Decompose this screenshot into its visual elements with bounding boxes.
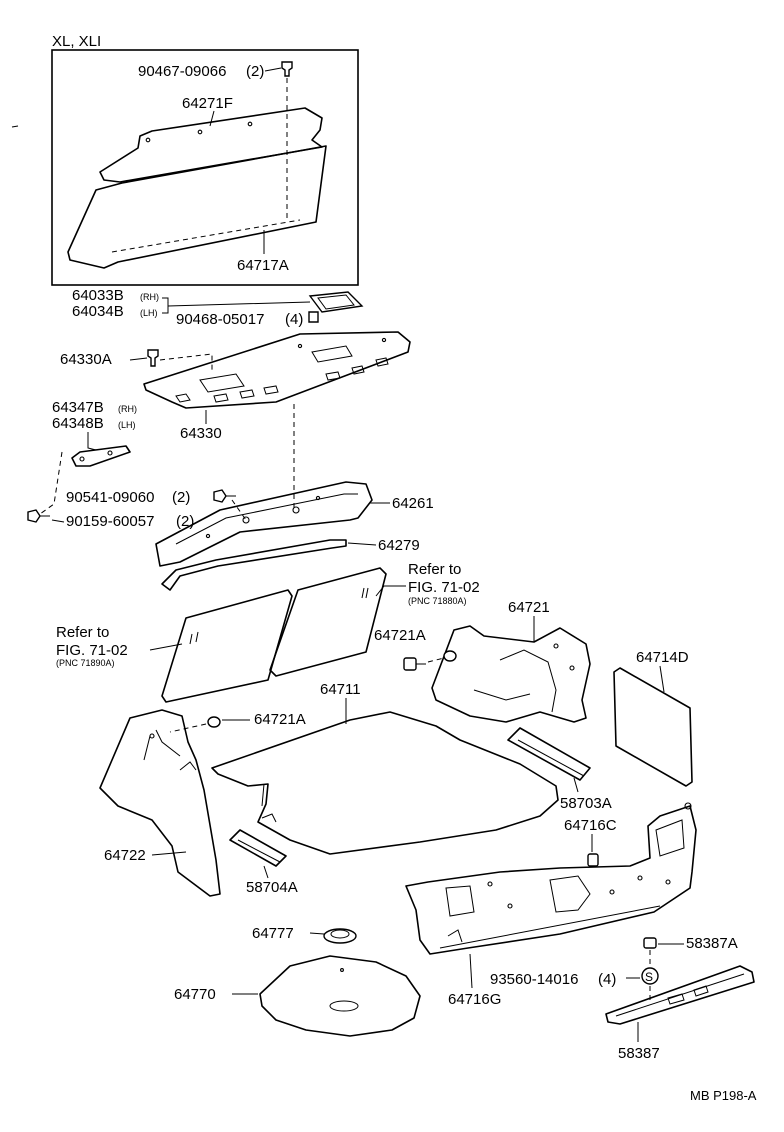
- seatback-ref-right: [269, 567, 387, 677]
- clip-64330A: [147, 349, 159, 367]
- fastener-64721A-mid: [207, 716, 221, 728]
- ref-right-pnc: (PNC 71880A): [408, 596, 467, 606]
- label-64714D: 64714D: [636, 649, 689, 666]
- plug-64777: [323, 928, 357, 944]
- panel-64261: [155, 481, 373, 567]
- inset-variant-label: XL, XLI: [52, 33, 101, 50]
- screw-93560-mark: S: [645, 970, 653, 984]
- floor-mat-64711: [211, 711, 559, 855]
- fastener-64721A-top: [403, 650, 457, 671]
- ref-left-line1: Refer to: [56, 624, 109, 641]
- screw-90541: [213, 489, 236, 503]
- inset-frame: [51, 49, 359, 286]
- ref-left-line2: FIG. 71-02: [56, 642, 128, 659]
- screw-93560: S: [641, 967, 659, 985]
- label-64721A-mid: 64721A: [254, 711, 306, 728]
- label-64716G: 64716G: [448, 991, 501, 1008]
- panel-64271F: [99, 107, 323, 183]
- clip-64716C: [587, 853, 599, 867]
- label-64777: 64777: [252, 925, 294, 942]
- label-58387A: 58387A: [686, 935, 738, 952]
- drawing-code: MB P198-A: [690, 1088, 757, 1103]
- label-90468-05017: 90468-05017: [176, 311, 264, 328]
- label-64721A-top: 64721A: [374, 627, 426, 644]
- qty-90467-09066: (2): [246, 63, 264, 80]
- label-58704A: 58704A: [246, 879, 298, 896]
- qty-90468-05017: (4): [285, 311, 303, 328]
- inset-xl-xli: XL, XLI 90467-09066 (2) 64271F 64717A: [51, 33, 359, 286]
- spare-cover-64770: [259, 955, 421, 1037]
- label-90159-60057: 90159-60057: [66, 513, 154, 530]
- label-64261: 64261: [392, 495, 434, 512]
- side-64034B: (LH): [140, 308, 158, 318]
- qty-93560-14016: (4): [598, 971, 616, 988]
- qty-90159-60057: (2): [176, 513, 194, 530]
- panel-64717A: [67, 145, 327, 269]
- weatherstrip-64279: [161, 539, 347, 591]
- label-93560-14016: 93560-14016: [490, 971, 578, 988]
- bracket-64347B: [71, 445, 131, 467]
- ref-left-pnc: (PNC 71890A): [56, 658, 115, 668]
- side-64348B: (LH): [118, 420, 136, 430]
- speaker-cover-64033B: [308, 291, 364, 313]
- trim-64722: [99, 709, 221, 897]
- label-90467-09066: 90467-09066: [138, 63, 226, 80]
- label-64330: 64330: [180, 425, 222, 442]
- plate-58703A: [507, 727, 591, 781]
- ref-right-line1: Refer to: [408, 561, 461, 578]
- label-64034B: 64034B: [72, 303, 124, 320]
- clip-58387A: [643, 937, 657, 949]
- trim-64721: [431, 625, 591, 723]
- label-64770: 64770: [174, 986, 216, 1003]
- ref-right-line2: FIG. 71-02: [408, 579, 480, 596]
- label-64271F: 64271F: [182, 95, 233, 112]
- package-tray-64330: [143, 331, 411, 409]
- back-trim-64716G: [405, 802, 697, 955]
- label-64716C: 64716C: [564, 817, 617, 834]
- seatback-ref-left: [161, 589, 293, 703]
- plate-58704A: [229, 829, 287, 867]
- label-64279: 64279: [378, 537, 420, 554]
- side-64033B: (RH): [140, 292, 159, 302]
- scuff-plate-58387: [605, 965, 755, 1025]
- label-58703A: 58703A: [560, 795, 612, 812]
- screw-90159: [27, 509, 50, 523]
- label-64721: 64721: [508, 599, 550, 616]
- qty-90541-09060: (2): [172, 489, 190, 506]
- label-64347B: 64347B: [52, 399, 104, 416]
- label-64033B: 64033B: [72, 287, 124, 304]
- label-64711: 64711: [320, 681, 361, 698]
- label-64330A: 64330A: [60, 351, 112, 368]
- side-64347B: (RH): [118, 404, 137, 414]
- clip-90467: [281, 61, 293, 77]
- label-58387: 58387: [618, 1045, 660, 1062]
- label-64348B: 64348B: [52, 415, 104, 432]
- label-64722: 64722: [104, 847, 146, 864]
- clip-90468: [308, 311, 319, 323]
- panel-64714D: [613, 667, 693, 787]
- label-90541-09060: 90541-09060: [66, 489, 154, 506]
- stray-mark: [11, 125, 19, 128]
- label-64717A: 64717A: [237, 257, 289, 274]
